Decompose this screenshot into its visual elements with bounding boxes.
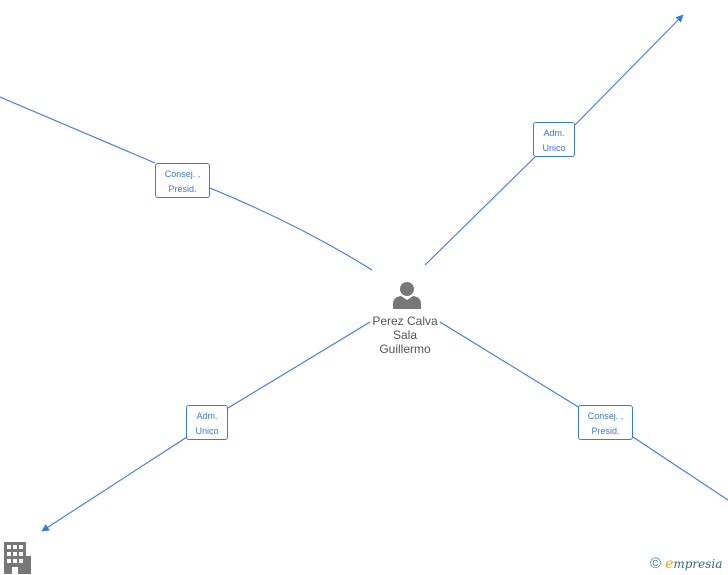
edge-top-right — [424, 15, 683, 266]
edge-label-bottom-left: Adm. Unico — [186, 405, 228, 440]
footer-brand: © empresia — [650, 555, 722, 572]
edge-label-line: Adm. — [543, 128, 565, 138]
edge-label-line: Presid. — [591, 426, 620, 436]
brand-rest: mpresia — [673, 556, 723, 571]
name-line: Guillermo — [379, 342, 431, 356]
edge-label-top-right: Adm. Unico — [533, 122, 575, 157]
edge-label-line: Unico — [542, 143, 566, 153]
building-icon[interactable] — [2, 541, 32, 574]
empresia-logo[interactable]: empresia — [665, 556, 722, 572]
edge-top-left — [0, 96, 373, 271]
brand-initial: e — [665, 555, 674, 572]
name-line: Sala — [392, 328, 418, 342]
edge-bottom-left — [42, 321, 371, 531]
edge-label-line: Unico — [195, 426, 219, 436]
copyright-symbol: © — [650, 555, 662, 572]
person-icon[interactable] — [392, 280, 422, 310]
edge-label-line: Presid. — [168, 184, 197, 194]
center-node-name[interactable]: Perez Calva Sala Guillermo — [355, 314, 455, 356]
edge-bottom-right — [439, 321, 728, 501]
edge-label-top-left: Consej. , Presid. — [155, 163, 210, 198]
name-line: Perez Calva — [372, 314, 438, 328]
edge-label-line: Adm. — [196, 411, 218, 421]
edge-label-line: Consej. , — [587, 411, 624, 421]
edge-label-line: Consej. , — [164, 169, 201, 179]
edge-label-bottom-right: Consej. , Presid. — [578, 405, 633, 440]
